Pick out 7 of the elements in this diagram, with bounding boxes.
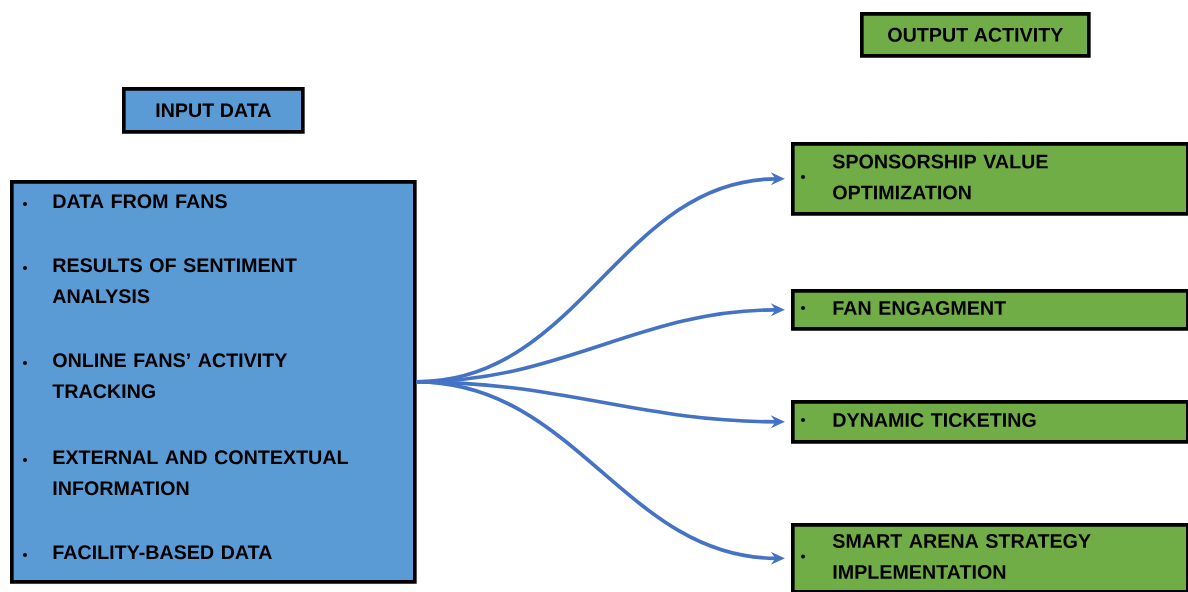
output-box: FAN ENGAGMENT xyxy=(791,289,1188,331)
heading-box: OUTPUT ACTIVITY xyxy=(860,12,1091,58)
output-box: SMART ARENA STRATEGY IMPLEMENTATION xyxy=(791,523,1188,592)
output-box: SPONSORSHIP VALUE OPTIMIZATION xyxy=(791,142,1188,216)
output-box: DYNAMIC TICKETING xyxy=(791,400,1188,444)
input-list-box: DATA FROM FANS RESULTS OF SENTIMENT ANALYSIS ONLINE FANS’ ACTIVITY TRACKING EXTERNAL AND CONTEXTUAL INFORMATION FACILITY-BASED DATA xyxy=(10,180,417,584)
heading-box: INPUT DATA xyxy=(122,87,305,134)
